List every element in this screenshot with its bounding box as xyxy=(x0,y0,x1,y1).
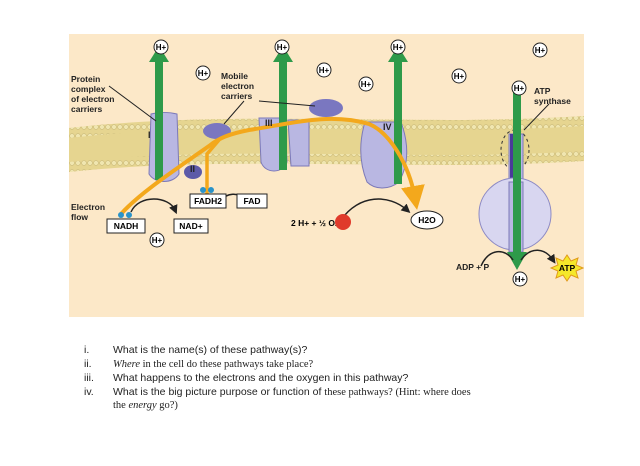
svg-text:electron: electron xyxy=(221,81,254,91)
mobile-carrier-cyt-c xyxy=(309,99,343,117)
electron-transport-chain-diagram: H+ H+ H+ H+ H+ H+ H+ H+ H+ H+ H+ Protein… xyxy=(69,34,585,317)
complex-iii-b xyxy=(287,119,310,167)
svg-text:H+: H+ xyxy=(152,236,163,245)
svg-text:FADH2: FADH2 xyxy=(194,196,222,206)
complex-ii-numeral: II xyxy=(190,164,195,174)
question-i: i. What is the name(s) of these pathway(… xyxy=(80,344,580,357)
svg-text:of electron: of electron xyxy=(71,94,114,104)
adp-phosphorylation-arc xyxy=(480,251,514,267)
svg-text:H+: H+ xyxy=(514,84,525,93)
svg-text:ATP: ATP xyxy=(534,86,551,96)
question-text-e: go?) xyxy=(156,400,178,411)
question-ii: ii. Where in the cell do these pathways … xyxy=(80,358,580,372)
svg-text:Electron: Electron xyxy=(71,202,105,212)
svg-text:2 H+ + ½ O2: 2 H+ + ½ O2 xyxy=(291,218,340,228)
svg-text:complex: complex xyxy=(71,84,106,94)
question-text: Where in the cell do these pathways take… xyxy=(113,358,580,372)
fad-box: FAD xyxy=(236,193,268,209)
nadh-oxidation-arc xyxy=(130,198,178,215)
question-number: iv. xyxy=(84,385,94,398)
electron-flow-path xyxy=(119,116,425,216)
svg-text:synthase: synthase xyxy=(534,96,571,106)
question-text-b: these pathways? (Hint: where does xyxy=(324,386,471,398)
complex-iii-numeral: III xyxy=(265,118,273,128)
svg-text:carriers: carriers xyxy=(221,91,252,101)
question-text: What is the name(s) of these pathway(s)? xyxy=(113,344,308,356)
svg-text:Protein: Protein xyxy=(71,74,100,84)
svg-text:H+: H+ xyxy=(156,43,167,52)
svg-text:carriers: carriers xyxy=(71,104,102,114)
svg-text:NADH: NADH xyxy=(114,221,139,231)
question-text: What happens to the electrons and the ox… xyxy=(113,372,409,384)
complex-ii xyxy=(184,165,202,179)
fadh2-box: FADH2 xyxy=(189,187,227,209)
question-iv: iv. What is the big picture purpose or f… xyxy=(80,386,580,413)
h-plus-badge-10: H+ xyxy=(149,232,165,248)
protein-complex-label: Protein complex of electron carriers xyxy=(71,74,114,114)
fadh2-electron-path xyxy=(205,138,221,202)
svg-text:Mobile: Mobile xyxy=(221,71,248,81)
svg-text:H+: H+ xyxy=(319,66,330,75)
question-text-d: energy xyxy=(128,400,157,411)
svg-text:H+: H+ xyxy=(277,43,288,52)
etc-figure: H+ H+ H+ H+ H+ H+ H+ H+ H+ H+ H+ Protein… xyxy=(69,34,585,317)
svg-text:H+: H+ xyxy=(535,46,546,55)
nad-plus-box: NAD+ xyxy=(173,218,209,234)
h-plus-badge-2: H+ xyxy=(274,39,290,55)
protein-complex-leader xyxy=(108,85,157,122)
electron-flow-label: Electron flow xyxy=(71,202,105,222)
svg-text:flow: flow xyxy=(71,212,88,222)
atp-synthase-label: ATP synthase xyxy=(534,86,571,106)
h-plus-badge-11: H+ xyxy=(512,271,528,287)
question-iii: iii. What happens to the electrons and t… xyxy=(80,372,580,385)
svg-text:NAD+: NAD+ xyxy=(179,221,202,231)
atp-star: ATP xyxy=(549,254,585,282)
svg-text:ATP: ATP xyxy=(559,263,576,273)
question-text-a: What is the big picture purpose or funct… xyxy=(113,385,325,398)
oxygen-equation: 2 H+ + ½ O2 xyxy=(291,214,351,230)
complex-iv-numeral: IV xyxy=(383,122,392,132)
question-list: i. What is the name(s) of these pathway(… xyxy=(80,344,580,414)
svg-text:H+: H+ xyxy=(361,80,372,89)
question-number: ii. xyxy=(84,357,92,370)
question-number: i. xyxy=(84,344,90,356)
h-plus-badge-7: H+ xyxy=(532,42,548,58)
adp-p-label: ADP + P xyxy=(456,262,489,272)
oxygen-molecule xyxy=(335,214,351,230)
question-text-rest: in the cell do these pathways take place… xyxy=(140,358,314,370)
svg-text:H+: H+ xyxy=(454,72,465,81)
h-plus-badge-8: H+ xyxy=(511,80,527,96)
atp-synthase-proton-arrowhead xyxy=(507,252,527,270)
oxygen-reduction-arc xyxy=(340,198,411,221)
svg-text:H+: H+ xyxy=(515,275,526,284)
h-plus-badge-6: H+ xyxy=(451,68,467,84)
h-plus-badge-3: H+ xyxy=(316,62,332,78)
mobile-carrier-leader-1 xyxy=(223,100,245,125)
svg-text:H+: H+ xyxy=(393,43,404,52)
svg-text:FAD: FAD xyxy=(244,196,261,206)
svg-text:H2O: H2O xyxy=(418,215,436,225)
nadh-box: NADH xyxy=(106,212,146,234)
atp-formation-arc xyxy=(520,249,556,264)
question-number: iii. xyxy=(84,372,94,384)
question-text: What is the big picture purpose or funct… xyxy=(113,386,580,413)
h-plus-badge-1: H+ xyxy=(153,39,169,55)
h-plus-badge-4: H+ xyxy=(358,76,374,92)
mobile-carrier-leader-2 xyxy=(258,100,316,107)
complex-i-numeral: I xyxy=(148,130,151,140)
h-plus-badge-9: H+ xyxy=(195,65,211,81)
svg-text:H+: H+ xyxy=(198,69,209,78)
water-product: H2O xyxy=(410,210,444,230)
mobile-carriers-label: Mobile electron carriers xyxy=(221,71,254,101)
atp-synthase-leader xyxy=(523,103,550,131)
h-plus-badge-5: H+ xyxy=(390,39,406,55)
membrane-head-layer-top xyxy=(69,116,584,138)
question-text-italic: Where xyxy=(113,358,141,370)
question-text-c: the xyxy=(113,400,129,411)
